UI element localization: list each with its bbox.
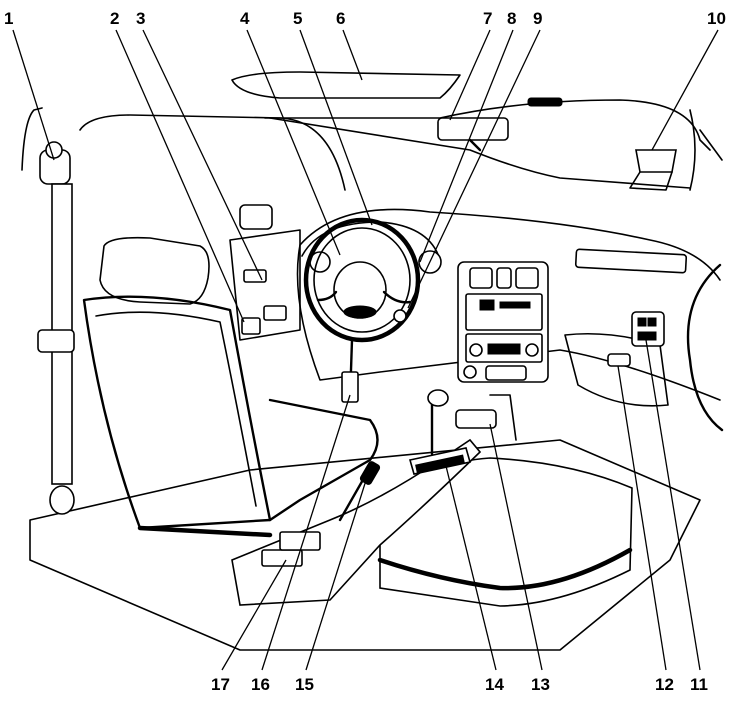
column-cover <box>341 371 359 403</box>
callout-10: 10 <box>707 9 726 28</box>
dashboard-top <box>299 208 721 281</box>
steering-wheel-inner <box>313 227 411 333</box>
windscreen-upper-edge <box>264 99 711 151</box>
roof-light <box>527 97 563 107</box>
center-vent-left <box>469 267 493 289</box>
leader-17 <box>221 559 287 671</box>
callout-3: 3 <box>136 9 145 28</box>
dash-top-vent <box>574 248 688 274</box>
leader-5 <box>299 29 373 226</box>
leader-1 <box>12 29 55 161</box>
door-lock-switch <box>241 317 261 335</box>
driver-seat-base <box>137 525 273 538</box>
leader-8 <box>419 29 514 263</box>
hvac-knob-left <box>469 343 483 357</box>
side-switch-c <box>637 331 657 341</box>
steering-wheel-spoke-left <box>316 290 338 302</box>
callout-2: 2 <box>110 9 119 28</box>
door-pull <box>263 305 287 321</box>
center-vent-mid <box>496 267 512 289</box>
callout-7: 7 <box>483 9 492 28</box>
gear-indicator-strip <box>415 454 465 474</box>
driver-headrest <box>99 236 210 305</box>
radio-buttons <box>499 301 531 309</box>
windscreen-lower-edge <box>269 117 691 189</box>
sun-visor <box>231 71 461 99</box>
steering-wheel-spoke-right <box>382 290 412 304</box>
leader-3 <box>142 29 263 281</box>
callout-1: 1 <box>4 9 13 28</box>
glovebox-door <box>564 332 669 407</box>
callout-numbers: 1 2 3 4 5 6 7 8 9 10 11 12 13 14 15 16 1… <box>4 9 726 694</box>
callout-16: 16 <box>251 675 270 694</box>
cigarette-lighter <box>463 365 477 379</box>
driver-seat-cushion <box>268 398 379 522</box>
leader-15 <box>305 473 369 671</box>
left-door-panel <box>229 229 301 341</box>
seatbelt-retractor <box>37 329 75 353</box>
leader-12 <box>617 365 667 671</box>
right-pillar <box>689 109 723 191</box>
handbrake-grip <box>359 461 381 485</box>
leader-16 <box>261 394 351 671</box>
side-switch-panel <box>631 311 665 347</box>
leader-14 <box>445 465 497 671</box>
callout-4: 4 <box>240 9 250 28</box>
gear-shift-knob <box>427 389 449 407</box>
overhead-console <box>635 149 677 173</box>
leader-2 <box>115 29 245 323</box>
transfer-lever <box>455 409 497 429</box>
leader-13 <box>489 423 543 671</box>
leader-4 <box>246 29 341 256</box>
radio-unit <box>465 293 543 331</box>
wheel-switch-right <box>393 309 407 323</box>
leader-7 <box>449 29 491 121</box>
mirror-stem <box>468 138 482 152</box>
driver-seat-back <box>82 295 272 530</box>
steering-wheel-logo <box>343 305 377 319</box>
console-cupholder <box>279 531 321 551</box>
callout-14: 14 <box>485 675 504 694</box>
leader-10 <box>651 29 719 151</box>
window-switch <box>243 269 267 283</box>
callout-17: 17 <box>211 675 230 694</box>
console-front-panel <box>489 394 517 441</box>
passenger-seat-front-edge <box>377 547 633 591</box>
overhead-console-lower <box>629 171 673 191</box>
seatbelt-guide-loop <box>21 107 43 171</box>
ashtray <box>485 365 527 381</box>
callout-6: 6 <box>336 9 345 28</box>
leader-9 <box>407 29 541 309</box>
callout-13: 13 <box>531 675 550 694</box>
callout-9: 9 <box>533 9 542 28</box>
callout-8: 8 <box>507 9 516 28</box>
callout-12: 12 <box>655 675 674 694</box>
hvac-buttons <box>487 343 521 355</box>
callout-11: 11 <box>690 675 708 694</box>
driver-seat-back-inner <box>95 311 257 507</box>
glovebox-handle <box>607 353 631 367</box>
center-vent-right <box>515 267 539 289</box>
callout-5: 5 <box>293 9 302 28</box>
seatbelt-lower-anchor <box>49 485 75 515</box>
right-dash-curve <box>686 263 724 432</box>
hvac-knob-right <box>525 343 539 357</box>
side-switch-a <box>637 317 647 327</box>
leader-6 <box>342 29 363 81</box>
side-switch-b <box>647 317 657 327</box>
steering-wheel-rim <box>303 217 421 343</box>
door-mirror-control <box>239 204 273 230</box>
callout-15: 15 <box>295 675 314 694</box>
leader-11 <box>645 339 701 671</box>
radio-display <box>479 299 495 311</box>
floor-outline <box>29 439 701 651</box>
callout-leaders <box>12 29 719 671</box>
door-frame <box>79 114 346 191</box>
